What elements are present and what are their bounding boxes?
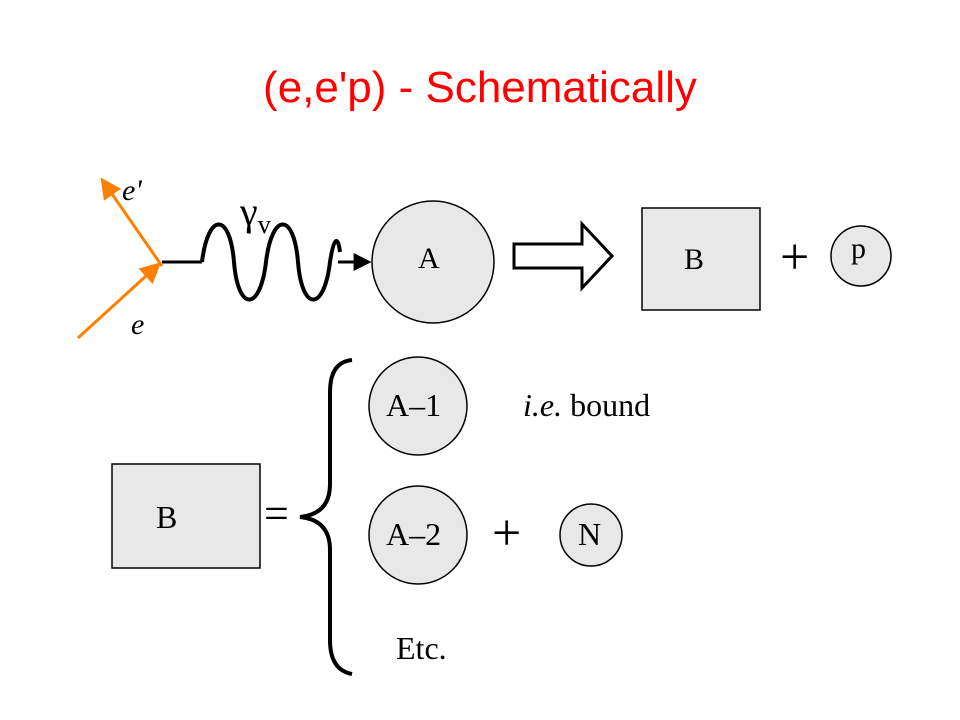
equals-sign: = [264, 489, 289, 538]
curly-brace [299, 358, 353, 676]
nucleus-a-minus-1-circle [368, 356, 468, 456]
reaction-arrow [512, 220, 615, 292]
proton-label: p [851, 232, 866, 265]
nucleus-a-minus-2-label: A–2 [386, 516, 442, 552]
nucleon-circle [559, 503, 623, 567]
virtual-photon-wave [200, 222, 342, 302]
nucleon-label: N [578, 516, 602, 552]
plus-sign-bottom: + [492, 505, 522, 562]
virtual-photon-label: γv [240, 188, 271, 239]
etc-label: Etc. [396, 630, 447, 666]
bound-note-text: bound [562, 387, 651, 423]
incoming-electron-label: e [131, 308, 145, 341]
nucleus-a-minus-2-circle [368, 485, 468, 585]
residual-nucleus-label: B [684, 243, 705, 276]
lhs-nucleus-label: B [156, 499, 178, 535]
bound-note: i.e. bound [523, 387, 650, 424]
outgoing-electron-label: e' [122, 174, 142, 207]
target-nucleus-label: A [418, 242, 440, 275]
photon-symbol: γ [240, 189, 258, 234]
target-nucleus-circle [371, 200, 495, 324]
plus-sign-top: + [780, 229, 810, 286]
bound-note-prefix: i.e. [523, 387, 563, 423]
photon-subscript: v [257, 210, 271, 239]
incoming-electron-line [76, 262, 162, 340]
lhs-nucleus-square [111, 463, 261, 569]
proton-circle [830, 225, 892, 287]
slide-title: (e,e'p) - Schematically [263, 63, 697, 112]
residual-nucleus-square [641, 207, 761, 311]
outgoing-electron-line [100, 177, 164, 267]
nucleus-a-minus-1-label: A–1 [386, 387, 442, 423]
